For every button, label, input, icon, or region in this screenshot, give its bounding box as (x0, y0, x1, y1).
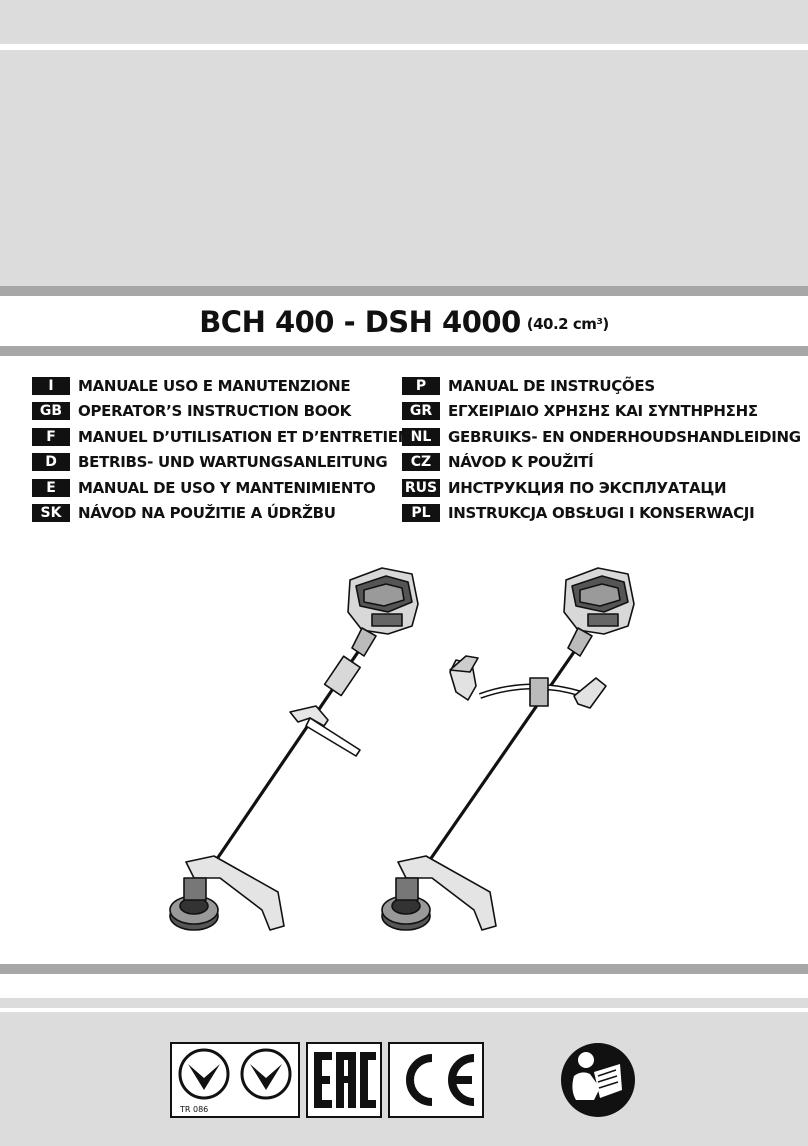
language-title: NÁVOD NA POUŽITIE A ÚDRŽBU (78, 504, 336, 523)
language-item: GR ΕΓΧΕΙΡΙΔΙΟ ΧΡΗΣΗΣ ΚΑΙ ΣΥΝΤΗΡΗΣΗΣ (402, 399, 801, 425)
eac-letters (314, 1052, 376, 1108)
brushcutter-loop-handle-icon (381, 567, 635, 931)
top-white-line (0, 44, 808, 50)
displacement: (40.2 cm³) (526, 315, 610, 333)
language-item: P MANUAL DE INSTRUÇÕES (402, 373, 801, 399)
language-title: MANUEL D’UTILISATION ET D’ENTRETIEN (78, 427, 410, 446)
language-code: GB (32, 402, 70, 421)
eac-mark-icon (306, 1042, 382, 1118)
tr-check-marks (178, 1048, 292, 1100)
tr-certification-icon: TR 086 (170, 1042, 300, 1118)
language-item: GB OPERATOR’S INSTRUCTION BOOK (32, 399, 410, 425)
language-item: CZ NÁVOD K POUŽITÍ (402, 450, 801, 476)
gray-line (0, 998, 808, 1008)
language-item: F MANUEL D’UTILISATION ET D’ENTRETIEN (32, 424, 410, 450)
language-item: RUS ИНСТРУКЦИЯ ПО ЭКСПЛУАТАЦИ (402, 475, 801, 501)
top-gray-block (0, 50, 808, 286)
ce-mark-icon (388, 1042, 484, 1118)
certification-logos: TR 086 (170, 1042, 650, 1118)
language-title: MANUALE USO E MANUTENZIONE (78, 376, 351, 395)
language-code: RUS (402, 478, 440, 497)
language-title: GEBRUIKS- EN ONDERHOUDSHANDLEIDING (448, 427, 801, 446)
separator-bar (0, 346, 808, 356)
language-code: E (32, 478, 70, 497)
language-code: F (32, 427, 70, 446)
language-code: I (32, 376, 70, 395)
language-code: CZ (402, 453, 440, 472)
language-code: P (402, 376, 440, 395)
language-item: PL INSTRUKCJA OBSŁUGI I KONSERWACJI (402, 501, 801, 527)
language-column-left: I MANUALE USO E MANUTENZIONE GB OPERATOR’S… (32, 373, 410, 526)
language-title: INSTRUKCJA OBSŁUGI I KONSERWACJI (448, 504, 755, 523)
language-title: ИНСТРУКЦИЯ ПО ЭКСПЛУАТАЦИ (448, 478, 727, 497)
language-code: PL (402, 504, 440, 523)
language-code: NL (402, 427, 440, 446)
language-title: NÁVOD K POUŽITÍ (448, 453, 594, 472)
top-gray-band (0, 0, 808, 44)
language-item: D BETRIBS- UND WARTUNGSANLEITUNG (32, 450, 410, 476)
language-title: BETRIBS- UND WARTUNGSANLEITUNG (78, 453, 388, 472)
language-code: SK (32, 504, 70, 523)
read-manual-icon (561, 1043, 635, 1117)
model-names: BCH 400 - DSH 4000 (199, 305, 521, 339)
product-illustration (169, 567, 635, 931)
language-item: SK NÁVOD NA POUŽITIE A ÚDRŽBU (32, 501, 410, 527)
language-title: ΕΓΧΕΙΡΙΔΙΟ ΧΡΗΣΗΣ ΚΑΙ ΣΥΝΤΗΡΗΣΗΣ (448, 402, 758, 421)
language-title: MANUAL DE INSTRUÇÕES (448, 376, 655, 395)
language-item: E MANUAL DE USO Y MANTENIMIENTO (32, 475, 410, 501)
separator-bar (0, 286, 808, 296)
language-item: I MANUALE USO E MANUTENZIONE (32, 373, 410, 399)
product-title: BCH 400 - DSH 4000 (40.2 cm³) (199, 300, 609, 346)
brushcutter-bike-handle-icon (169, 567, 419, 931)
language-code: GR (402, 402, 440, 421)
ce-letters (406, 1054, 475, 1106)
language-item: NL GEBRUIKS- EN ONDERHOUDSHANDLEIDING (402, 424, 801, 450)
language-title: OPERATOR’S INSTRUCTION BOOK (78, 402, 351, 421)
language-column-right: P MANUAL DE INSTRUÇÕES GR ΕΓΧΕΙΡΙΔΙΟ ΧΡΗΣΗ… (402, 373, 801, 526)
language-code: D (32, 453, 70, 472)
white-band (0, 974, 808, 998)
language-title: MANUAL DE USO Y MANTENIMIENTO (78, 478, 376, 497)
tr-caption: TR 086 (180, 1105, 209, 1114)
title-row: BCH 400 - DSH 4000 (40.2 cm³) (0, 300, 808, 344)
separator-bar (0, 964, 808, 974)
